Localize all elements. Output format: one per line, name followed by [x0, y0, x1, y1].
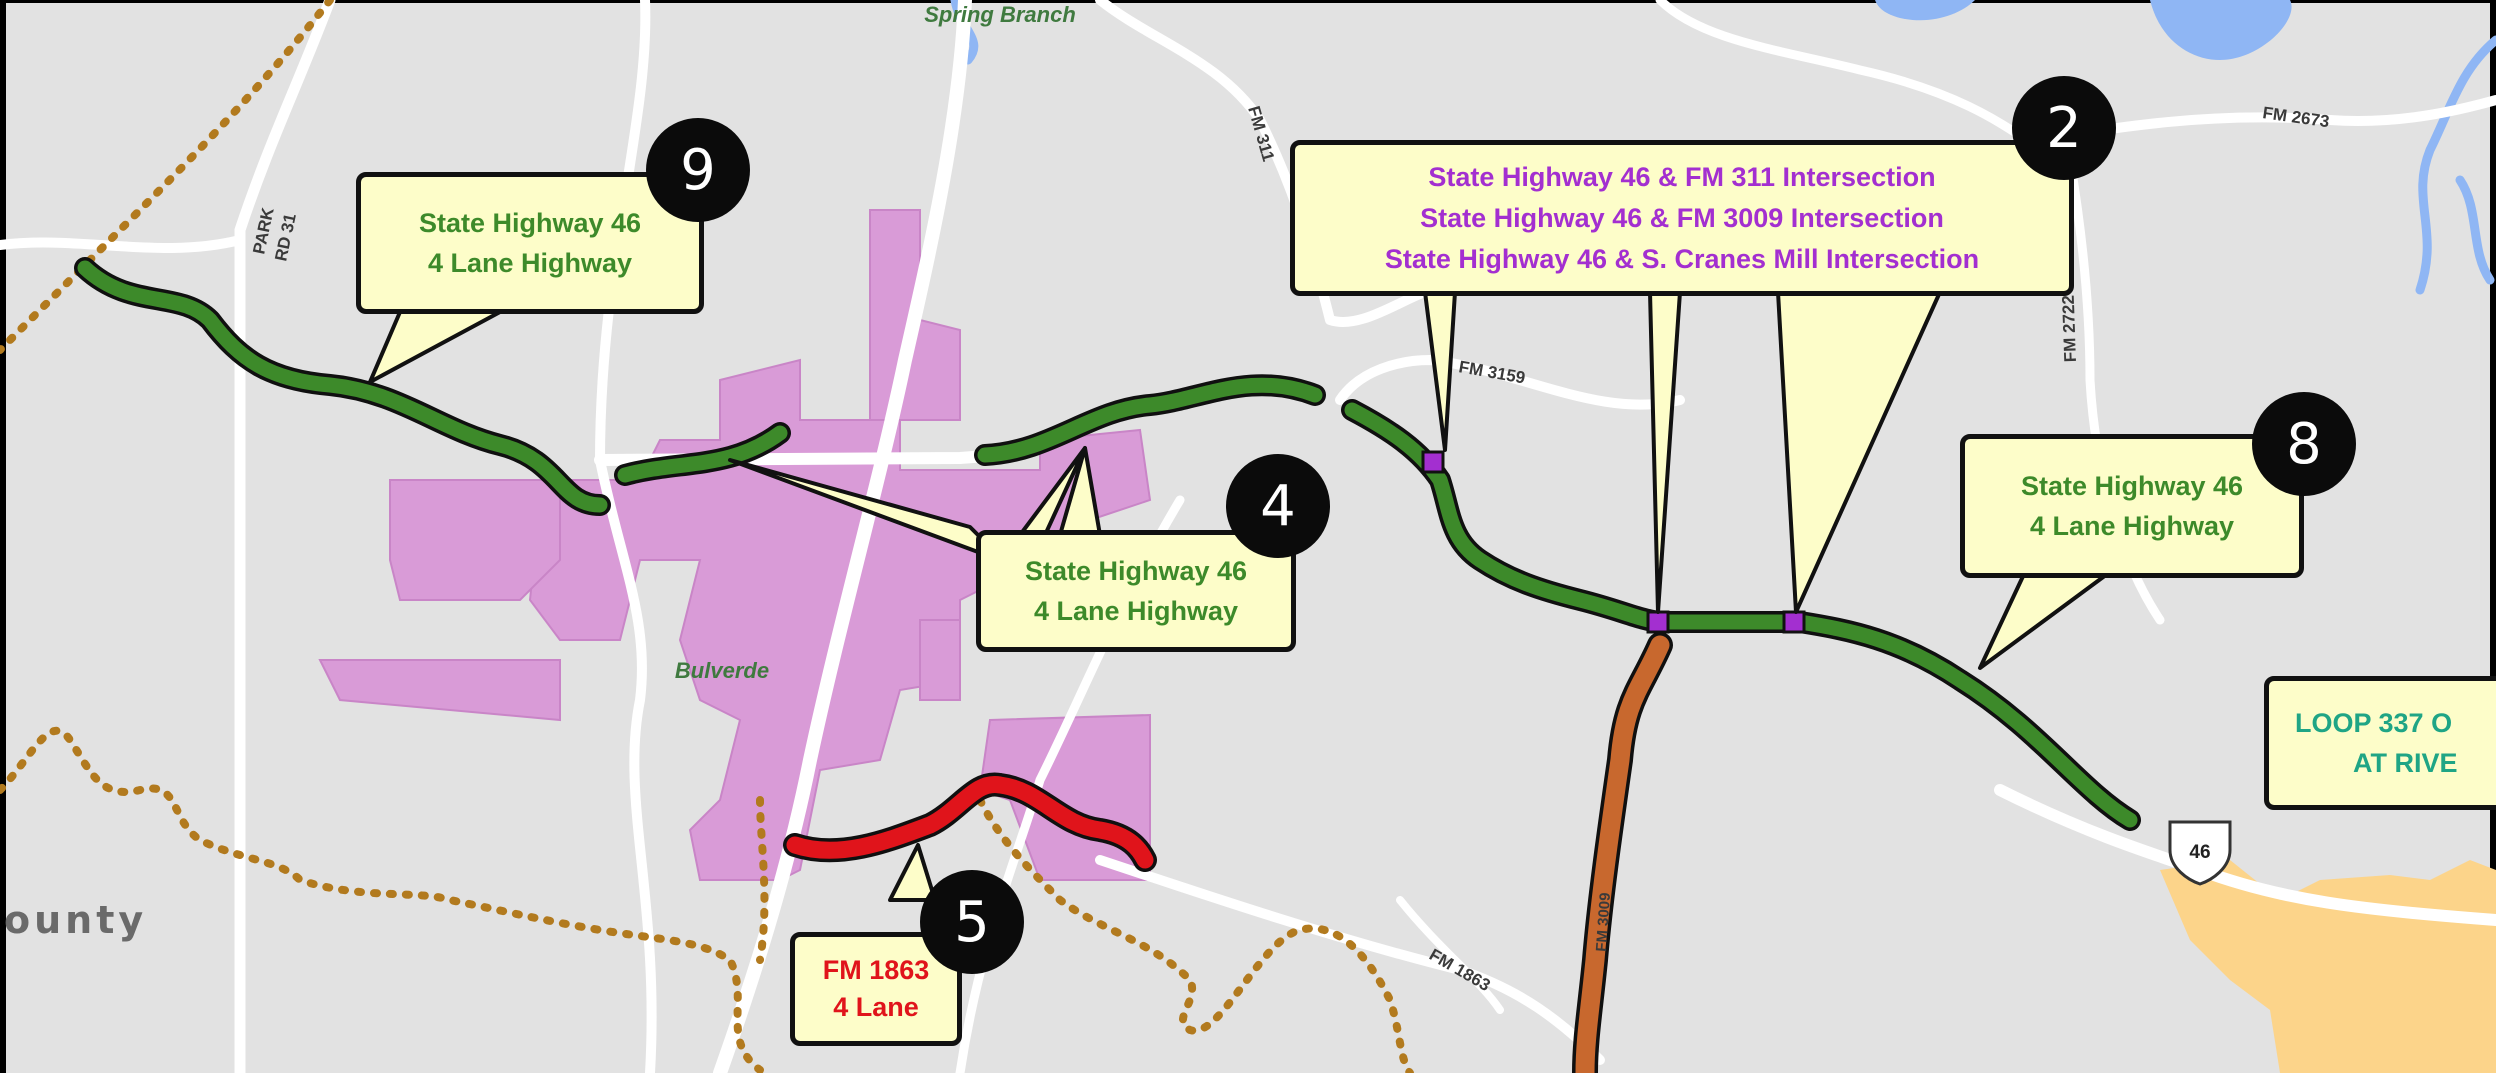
county-line-southeast	[976, 796, 1414, 1073]
project-9-segment	[74, 257, 611, 516]
callout-project-4[interactable]: State Highway 46 4 Lane Highway	[976, 530, 1296, 652]
callout-5-line-1: FM 1863	[822, 955, 930, 985]
intersection-cranes-mill	[1782, 610, 1806, 634]
road-label-fm-2722: FM 2722	[2059, 295, 2080, 363]
county-lines	[0, 0, 1414, 1073]
callout-project-2[interactable]: State Highway 46 & FM 311 Intersection S…	[1290, 140, 2074, 296]
callout-4-line-1: State Highway 46	[1024, 556, 1248, 586]
county-line-north	[0, 0, 334, 354]
road-fm-1863-east	[1095, 855, 1605, 1065]
callout-loop337-line-1: LOOP 337 O	[2295, 708, 2453, 738]
badge-project-8[interactable]: 8	[2252, 392, 2356, 496]
water-patch	[1875, 0, 1975, 21]
water-bodies	[1875, 0, 2292, 60]
place-label-bulverde: Bulverde	[675, 658, 769, 683]
route-46-shield-label: 46	[2189, 842, 2210, 863]
badge-project-4[interactable]: 4	[1226, 454, 1330, 558]
callout-4-line-2: 4 Lane Highway	[1033, 596, 1239, 626]
project-5-segment	[783, 772, 1157, 872]
county-line-segment	[756, 796, 769, 964]
badge-project-2[interactable]: 2	[2012, 76, 2116, 180]
intersection-fm-3009	[1646, 610, 1670, 634]
road-northeast	[1655, 0, 2045, 155]
intersection-fm-311	[1421, 450, 1445, 474]
lake-water	[2150, 0, 2292, 60]
callout-2-line-3: State Highway 46 & S. Cranes Mill Inters…	[1384, 243, 1980, 274]
badge-project-5[interactable]: 5	[920, 870, 1024, 974]
callout-5-pointer	[888, 843, 937, 902]
city-limits-center	[919, 619, 961, 701]
callout-2-line-1: State Highway 46 & FM 311 Intersection	[1428, 161, 1936, 192]
city-limits-west	[389, 479, 561, 601]
callout-loop-337[interactable]: LOOP 337 O AT RIVE	[2264, 676, 2496, 810]
callout-5-line-2: 4 Lane	[833, 992, 919, 1022]
road-us-281	[713, 0, 972, 1073]
left-frame-edge	[0, 0, 6, 1073]
route-46-shield: 46	[2168, 820, 2232, 886]
callout-9-line-2: 4 Lane Highway	[427, 248, 633, 278]
project-4-segment	[614, 374, 1326, 486]
city-limits-southwest	[318, 659, 561, 722]
callout-loop337-line-2: AT RIVE	[2353, 748, 2458, 778]
road-west-connector	[0, 235, 245, 254]
callout-8-line-2: 4 Lane Highway	[2029, 511, 2235, 541]
road-park-rd-31	[234, 0, 336, 1073]
callout-9-line-1: State Highway 46	[418, 208, 642, 238]
project-segments	[74, 257, 2141, 1073]
fm-3009-segment	[1572, 632, 1673, 1073]
callout-project-8[interactable]: State Highway 46 4 Lane Highway	[1960, 434, 2304, 578]
county-line-southwest	[0, 726, 764, 1073]
badge-project-9[interactable]: 9	[646, 118, 750, 222]
callout-8-line-1: State Highway 46	[2020, 471, 2244, 501]
creek-east	[2455, 175, 2495, 285]
callout-2-line-2: State Highway 46 & FM 3009 Intersection	[1420, 202, 1944, 233]
river-east	[2415, 35, 2496, 295]
road-label-fm-3009: FM 3009	[1593, 892, 1614, 952]
road-spur	[1396, 896, 1504, 1014]
top-frame-edge	[0, 0, 2496, 3]
intersection-markers	[1421, 450, 1806, 634]
county-label: ounty	[4, 898, 147, 942]
place-label-spring-branch: Spring Branch	[924, 2, 1076, 27]
project-8-segment	[1341, 399, 2141, 831]
callout-project-9[interactable]: State Highway 46 4 Lane Highway	[356, 172, 704, 314]
road-fm-3159	[1335, 355, 1685, 410]
right-frame-edge	[2490, 0, 2496, 1073]
callout-pointers	[368, 290, 2112, 902]
